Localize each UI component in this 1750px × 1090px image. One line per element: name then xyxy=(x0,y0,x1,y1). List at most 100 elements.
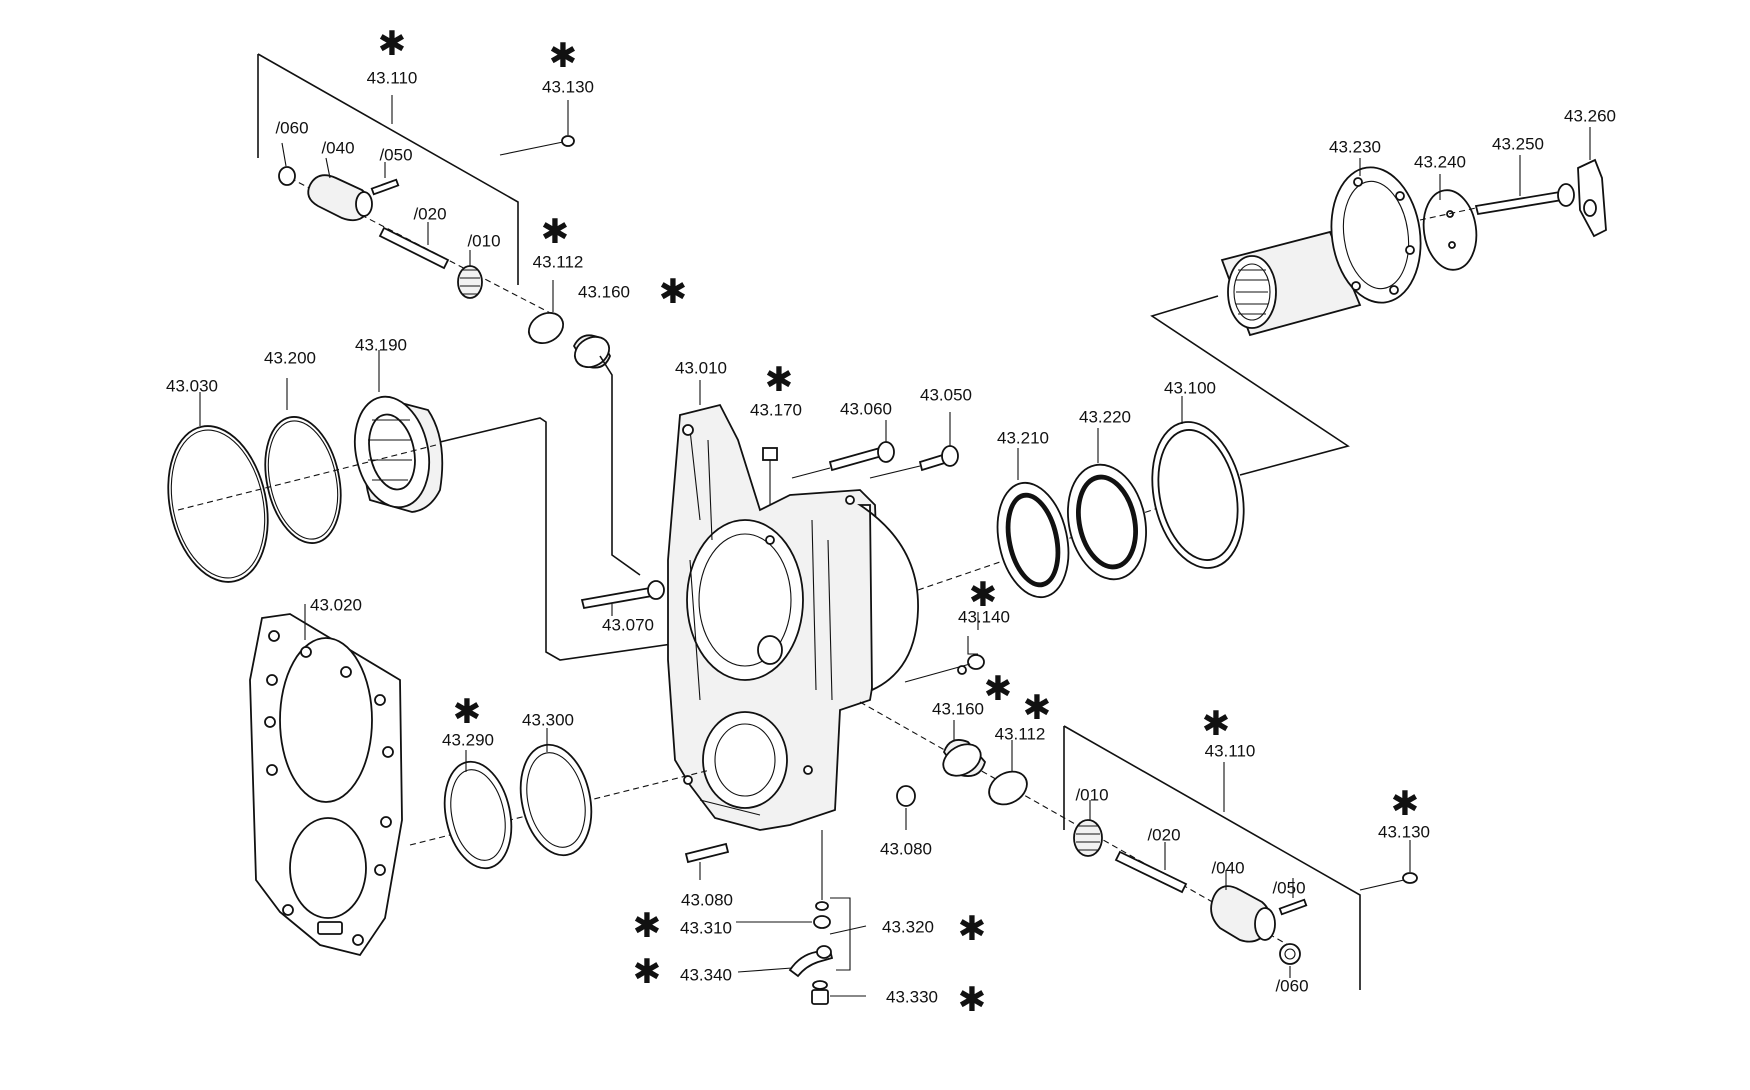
bracket-43110-bot xyxy=(1063,725,1361,990)
label-43230: 43.230 xyxy=(1329,137,1381,157)
star-43330: ✱ xyxy=(957,980,987,1020)
label-43112-top: 43.112 xyxy=(532,252,584,272)
nut-060-bot xyxy=(1279,943,1301,978)
star-43130-top: ✱ xyxy=(548,36,578,76)
label-43330: 43.330 xyxy=(886,987,938,1007)
star-43112-top: ✱ xyxy=(540,212,570,252)
seal-43210 xyxy=(996,448,1070,599)
label-43160-bot: 43.160 xyxy=(932,699,984,719)
label-43250: 43.250 xyxy=(1492,134,1544,154)
flange-040-top xyxy=(307,157,373,222)
label-43240: 43.240 xyxy=(1414,152,1466,172)
pin-050-top xyxy=(370,162,400,196)
seal-43112-bot xyxy=(988,740,1028,806)
label-43260: 43.260 xyxy=(1564,106,1616,126)
shaft-020-top xyxy=(378,222,450,270)
label-43160-top: 43.160 xyxy=(578,282,630,302)
label-43200: 43.200 xyxy=(264,348,316,368)
plug-43080-right xyxy=(896,785,916,830)
bearing-43190 xyxy=(354,350,444,513)
label-43170: 43.170 xyxy=(750,400,802,420)
label-43300: 43.300 xyxy=(522,710,574,730)
flange-43230 xyxy=(1220,158,1422,337)
star-43110-bot: ✱ xyxy=(1201,704,1231,744)
label-010-top: /010 xyxy=(467,231,501,251)
star-43160-top: ✱ xyxy=(658,272,688,312)
nut-060-top xyxy=(278,142,296,186)
pin-43130-top xyxy=(499,100,575,156)
gear-010-bot xyxy=(1073,800,1103,857)
label-010-bot: /010 xyxy=(1075,785,1109,805)
star-43112-bot: ✱ xyxy=(1022,688,1052,728)
label-43220: 43.220 xyxy=(1079,407,1131,427)
leader-43190-housing xyxy=(439,417,701,661)
bolt-43050 xyxy=(869,412,959,479)
star-43110-top: ✱ xyxy=(377,24,407,64)
axis-left-bearing xyxy=(177,443,441,511)
bushing-43160-top xyxy=(572,334,611,369)
lockplate-43260 xyxy=(1577,127,1607,238)
label-43110-bot: 43.110 xyxy=(1204,741,1256,761)
stud-43070 xyxy=(580,580,665,616)
star-43160-bot: ✱ xyxy=(983,669,1013,709)
bolt-43250 xyxy=(1474,155,1575,216)
housing-43010 xyxy=(667,380,919,831)
bolt-43140 xyxy=(904,612,985,683)
bracket-43110-top xyxy=(257,53,519,285)
star-43170: ✱ xyxy=(764,360,794,400)
seal-43220 xyxy=(1067,428,1147,581)
star-43320: ✱ xyxy=(957,909,987,949)
label-43100: 43.100 xyxy=(1164,378,1216,398)
label-43140: 43.140 xyxy=(958,607,1010,627)
label-43070: 43.070 xyxy=(602,615,654,635)
label-43050: 43.050 xyxy=(920,385,972,405)
snap-ring-43200 xyxy=(264,378,342,544)
star-43290: ✱ xyxy=(452,692,482,732)
label-43010: 43.010 xyxy=(675,358,727,378)
label-43020: 43.020 xyxy=(310,595,362,615)
shaft-020-bot xyxy=(1114,842,1188,894)
leader-43160-43070 xyxy=(599,355,641,576)
label-43290: 43.290 xyxy=(442,730,494,750)
label-43340: 43.340 xyxy=(680,965,732,985)
gear-010-top xyxy=(457,250,483,299)
label-43080-left: 43.080 xyxy=(681,890,733,910)
label-43190: 43.190 xyxy=(355,335,407,355)
leader-43100-43230 xyxy=(1150,295,1350,476)
seal-43112-top xyxy=(528,280,564,344)
star-43130-bot: ✱ xyxy=(1390,784,1420,824)
ring-43030 xyxy=(167,392,269,583)
plug-43170 xyxy=(762,447,778,505)
label-43030: 43.030 xyxy=(166,376,218,396)
shim-43290 xyxy=(443,750,513,870)
label-43110-top: 43.110 xyxy=(366,68,418,88)
drain-assembly xyxy=(736,830,867,1005)
label-43130-top: 43.130 xyxy=(542,77,594,97)
bolt-43060 xyxy=(791,420,895,479)
label-43210: 43.210 xyxy=(997,428,1049,448)
label-040-top: /040 xyxy=(321,138,355,158)
star-43310: ✱ xyxy=(632,906,662,946)
stud-43080-left xyxy=(684,842,730,880)
washer-43240 xyxy=(1419,174,1491,271)
label-060-bot: /060 xyxy=(1275,976,1309,996)
label-040-bot: /040 xyxy=(1211,858,1245,878)
star-43140: ✱ xyxy=(968,575,998,615)
flange-040-bot xyxy=(1210,870,1276,943)
label-050-top: /050 xyxy=(379,145,413,165)
star-43340: ✱ xyxy=(632,952,662,992)
label-43112-bot: 43.112 xyxy=(994,724,1046,744)
label-43310: 43.310 xyxy=(680,918,732,938)
label-43080-right: 43.080 xyxy=(880,839,932,859)
cover-ring-43100 xyxy=(1151,396,1245,569)
label-020-top: /020 xyxy=(413,204,447,224)
bushing-43160-bot xyxy=(942,720,986,777)
gasket-43020 xyxy=(249,604,403,957)
pin-050-bot xyxy=(1278,878,1308,916)
shim-43300 xyxy=(519,728,593,857)
label-43060: 43.060 xyxy=(840,399,892,419)
label-43320: 43.320 xyxy=(882,917,934,937)
label-020-bot: /020 xyxy=(1147,825,1181,845)
